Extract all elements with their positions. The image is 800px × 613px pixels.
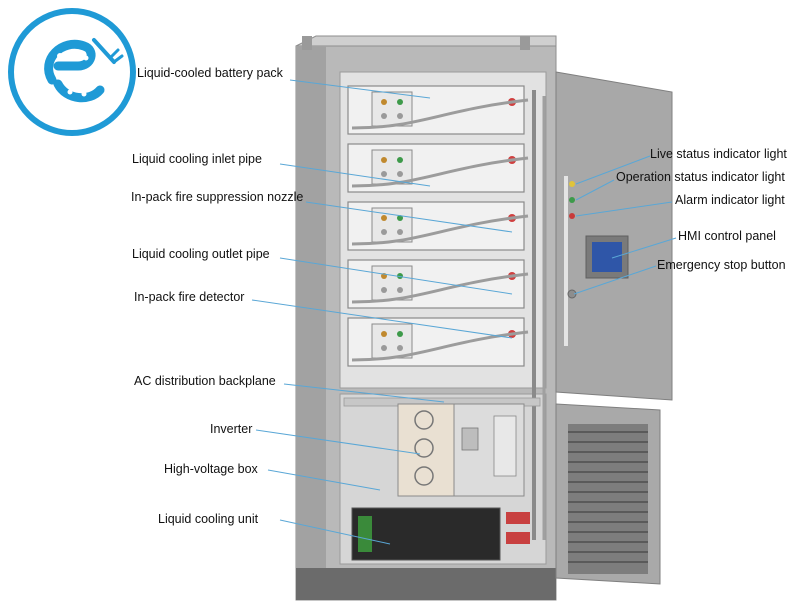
label-alarm-light: Alarm indicator light bbox=[675, 193, 785, 207]
high-voltage-box bbox=[453, 403, 525, 497]
label-outlet-pipe: Liquid cooling outlet pipe bbox=[132, 247, 270, 261]
label-hv-box: High-voltage box bbox=[164, 462, 258, 476]
label-live-light: Live status indicator light bbox=[650, 147, 787, 161]
label-fire-detector: In-pack fire detector bbox=[134, 290, 245, 304]
inverter bbox=[397, 403, 455, 497]
label-inlet-pipe: Liquid cooling inlet pipe bbox=[132, 152, 262, 166]
label-fire-nozzle: In-pack fire suppression nozzle bbox=[131, 190, 304, 204]
label-inverter: Inverter bbox=[210, 422, 253, 436]
label-operation-light: Operation status indicator light bbox=[616, 170, 785, 184]
lower-door-vent bbox=[555, 403, 661, 585]
upper-door bbox=[555, 71, 673, 401]
label-cooling-unit: Liquid cooling unit bbox=[158, 512, 259, 526]
label-ac-backplane: AC distribution backplane bbox=[134, 374, 276, 388]
label-estop: Emergency stop button bbox=[657, 258, 786, 272]
leader-lines bbox=[251, 79, 677, 545]
label-hmi-panel: HMI control panel bbox=[678, 229, 776, 243]
label-battery-pack: Liquid-cooled battery pack bbox=[137, 66, 283, 80]
liquid-cooling-unit bbox=[351, 507, 530, 561]
company-logo-icon bbox=[8, 8, 136, 136]
